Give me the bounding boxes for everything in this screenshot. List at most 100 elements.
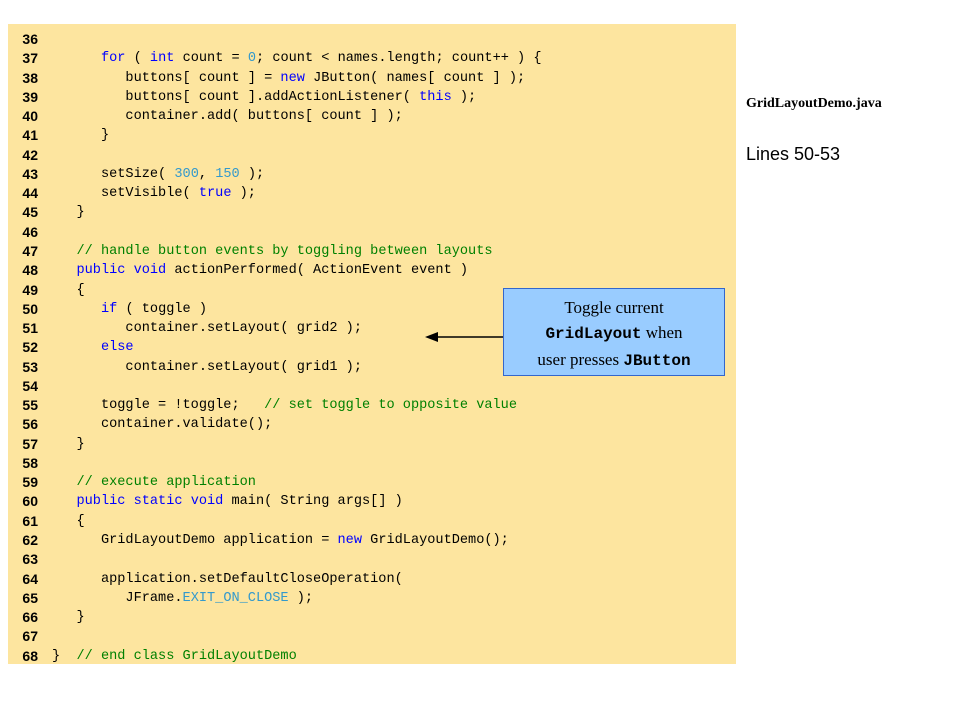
line-number: 60 bbox=[22, 493, 38, 510]
lines-reference-label: Lines 50-53 bbox=[746, 144, 841, 164]
code-token: ( toggle ) bbox=[117, 301, 208, 317]
code-token: , bbox=[198, 166, 216, 182]
line-code: container.setLayout( grid1 ); bbox=[52, 358, 362, 377]
line-number: 52 bbox=[22, 339, 38, 356]
code-line: 42 bbox=[8, 146, 736, 165]
callout-text-3: user presses bbox=[537, 350, 624, 369]
line-code: } bbox=[52, 203, 85, 222]
line-number: 57 bbox=[22, 435, 38, 452]
code-token: } bbox=[52, 610, 85, 626]
line-number: 37 bbox=[22, 50, 38, 67]
callout-line-3: user presses JButton bbox=[504, 347, 724, 374]
line-code: setVisible( true ); bbox=[52, 184, 256, 203]
code-token bbox=[52, 494, 76, 509]
line-number: 61 bbox=[22, 512, 38, 529]
code-line: 39 buttons[ count ].addActionListener( t… bbox=[8, 88, 736, 107]
code-token: 150 bbox=[215, 166, 240, 182]
code-token: { bbox=[52, 282, 85, 298]
code-token: { bbox=[52, 513, 85, 529]
line-code: } bbox=[52, 435, 84, 454]
code-token: buttons[ count ] = bbox=[52, 70, 281, 86]
line-number: 47 bbox=[22, 242, 38, 259]
code-token: int bbox=[149, 51, 175, 67]
code-line: 48 public void actionPerformed( ActionEv… bbox=[8, 261, 736, 280]
code-token bbox=[52, 475, 76, 490]
code-line: 37 for ( int count = 0; count < names.le… bbox=[8, 49, 736, 68]
code-line: 38 buttons[ count ] = new JButton( names… bbox=[8, 69, 736, 88]
code-token: container.validate(); bbox=[52, 417, 273, 433]
line-code: setSize( 300, 150 ); bbox=[52, 165, 264, 184]
annotation-callout: Toggle current GridLayout when user pres… bbox=[503, 288, 725, 376]
code-token: ; count < names.length; count++ ) { bbox=[256, 51, 542, 67]
line-number: 64 bbox=[22, 570, 38, 587]
callout-code-jbutton: JButton bbox=[623, 352, 691, 370]
code-token bbox=[52, 244, 76, 259]
line-code: // execute application bbox=[52, 473, 255, 492]
code-token: EXIT_ON_CLOSE bbox=[182, 590, 289, 606]
code-token: toggle = !toggle; bbox=[52, 398, 265, 414]
line-number: 55 bbox=[22, 397, 38, 414]
line-code: JFrame.EXIT_ON_CLOSE ); bbox=[52, 589, 313, 608]
line-code: // handle button events by toggling betw… bbox=[52, 242, 493, 261]
code-line: 47 // handle button events by toggling b… bbox=[8, 242, 736, 261]
line-number: 68 bbox=[22, 647, 38, 664]
code-line: 40 container.add( buttons[ count ] ); bbox=[8, 107, 736, 126]
line-code: container.validate(); bbox=[52, 415, 272, 434]
code-token: JFrame. bbox=[52, 590, 183, 606]
line-code: } // end class GridLayoutDemo bbox=[52, 647, 297, 666]
line-number: 43 bbox=[22, 165, 38, 182]
code-line: 54 bbox=[8, 377, 736, 396]
line-number: 41 bbox=[22, 127, 38, 144]
code-token: 300 bbox=[174, 166, 199, 182]
code-line: 68 } // end class GridLayoutDemo bbox=[8, 647, 736, 666]
code-line: 63 bbox=[8, 550, 736, 569]
line-number: 39 bbox=[22, 88, 38, 105]
line-code: } bbox=[52, 126, 109, 145]
code-token: public static void bbox=[76, 494, 224, 510]
code-line: 52 else bbox=[8, 338, 736, 357]
code-token bbox=[52, 51, 101, 66]
code-line: 55 toggle = !toggle; // set toggle to op… bbox=[8, 396, 736, 415]
code-line: 59 // execute application bbox=[8, 473, 736, 492]
line-code: public static void main( String args[] ) bbox=[52, 492, 402, 511]
line-number: 63 bbox=[22, 551, 38, 568]
line-code: GridLayoutDemo application = new GridLay… bbox=[52, 531, 509, 550]
code-token: } bbox=[52, 205, 85, 221]
line-number: 38 bbox=[22, 69, 38, 86]
code-line: 67 bbox=[8, 627, 736, 646]
code-token: GridLayoutDemo(); bbox=[362, 533, 509, 549]
code-token: } bbox=[52, 128, 110, 144]
line-code: toggle = !toggle; // set toggle to oppos… bbox=[52, 396, 517, 415]
line-code: if ( toggle ) bbox=[52, 300, 207, 319]
code-token: container.add( buttons[ count ] ); bbox=[52, 109, 403, 125]
code-line: 57 } bbox=[8, 435, 736, 454]
line-code: application.setDefaultCloseOperation( bbox=[52, 570, 403, 589]
code-line: 51 container.setLayout( grid2 ); bbox=[8, 319, 736, 338]
code-token bbox=[52, 340, 101, 355]
code-line: 65 JFrame.EXIT_ON_CLOSE ); bbox=[8, 589, 736, 608]
line-number: 62 bbox=[22, 532, 38, 549]
code-line: 36 bbox=[8, 30, 736, 49]
line-number: 54 bbox=[22, 377, 38, 394]
line-code: { bbox=[52, 512, 85, 531]
line-number: 59 bbox=[22, 474, 38, 491]
code-token: actionPerformed( ActionEvent event ) bbox=[166, 263, 469, 279]
code-token: ); bbox=[451, 89, 477, 105]
line-number: 56 bbox=[22, 416, 38, 433]
code-line: 43 setSize( 300, 150 ); bbox=[8, 165, 736, 184]
line-number: 58 bbox=[22, 454, 38, 471]
code-line: 56 container.validate(); bbox=[8, 415, 736, 434]
line-code: container.setLayout( grid2 ); bbox=[52, 319, 362, 338]
code-token bbox=[52, 263, 76, 278]
code-token: // handle button events by toggling betw… bbox=[76, 243, 493, 259]
line-number: 45 bbox=[22, 204, 38, 221]
code-token: JButton( names[ count ] ); bbox=[304, 70, 526, 86]
line-code: buttons[ count ].addActionListener( this… bbox=[52, 88, 476, 107]
code-token: container.setLayout( grid1 ); bbox=[52, 359, 362, 375]
code-line: 49 { bbox=[8, 281, 736, 300]
callout-text-1: Toggle current bbox=[564, 298, 664, 317]
code-token: for bbox=[100, 51, 126, 67]
code-line: 60 public static void main( String args[… bbox=[8, 492, 736, 511]
callout-arrow-icon bbox=[425, 332, 503, 342]
code-token: container.setLayout( grid2 ); bbox=[52, 321, 362, 337]
